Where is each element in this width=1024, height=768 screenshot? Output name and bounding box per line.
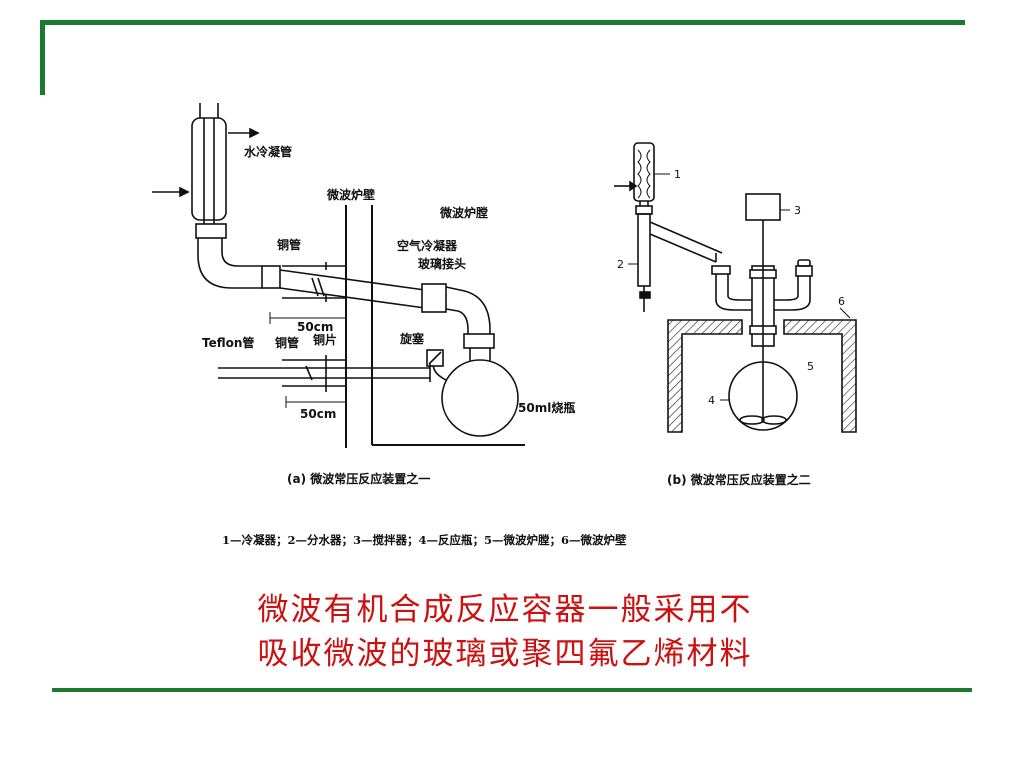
frame-bottom-line <box>52 688 972 692</box>
label-dim-bottom: 50cm <box>300 407 336 421</box>
diagram-b <box>614 142 857 433</box>
label-copper-sheet: 铜片 <box>313 332 337 347</box>
label-water-condenser: 水冷凝管 <box>244 144 292 159</box>
frame-left-line <box>40 20 45 95</box>
label-num-4: 4 <box>708 394 715 407</box>
label-oven-cavity-a: 微波炉膛 <box>439 205 488 220</box>
label-teflon-tube: Teflon管 <box>202 335 254 350</box>
headline-line-1: 微波有机合成反应容器一般采用不 <box>257 592 753 628</box>
label-num-3: 3 <box>794 204 801 217</box>
frame-top-line <box>40 20 965 25</box>
component-legend: 1—冷凝器；2—分水器；3—搅拌器；4—反应瓶；5—微波炉膛；6—微波炉壁 <box>222 533 627 547</box>
label-glass-joint: 玻璃接头 <box>418 256 466 271</box>
elbow-tube-b <box>221 228 262 267</box>
label-oven-wall-a: 微波炉壁 <box>326 187 375 202</box>
elbow-tube-a <box>197 228 262 289</box>
label-stopcock: 旋塞 <box>399 331 425 346</box>
label-flask: 50ml烧瓶 <box>518 400 575 415</box>
diagram-a <box>152 103 525 448</box>
label-num-1: 1 <box>674 168 681 181</box>
slide-headline: 微波有机合成反应容器一般采用不 吸收微波的玻璃或聚四氟乙烯材料 <box>150 588 860 676</box>
label-num-6: 6 <box>838 295 845 308</box>
label-copper-tube: 铜管 <box>277 237 301 252</box>
label-num-5: 5 <box>807 360 814 373</box>
label-air-condenser: 空气冷凝器 <box>397 238 458 253</box>
headline-line-2: 吸收微波的玻璃或聚四氟乙烯材料 <box>257 636 753 672</box>
label-dim-top: 50cm <box>297 320 333 334</box>
caption-diagram-a: (a) 微波常压反应装置之一 <box>287 471 430 486</box>
caption-diagram-b: (b) 微波常压反应装置之二 <box>667 472 811 487</box>
label-copper-tube-2: 铜管 <box>275 335 299 350</box>
label-num-2: 2 <box>617 258 624 271</box>
water-condenser-shape <box>152 103 260 225</box>
